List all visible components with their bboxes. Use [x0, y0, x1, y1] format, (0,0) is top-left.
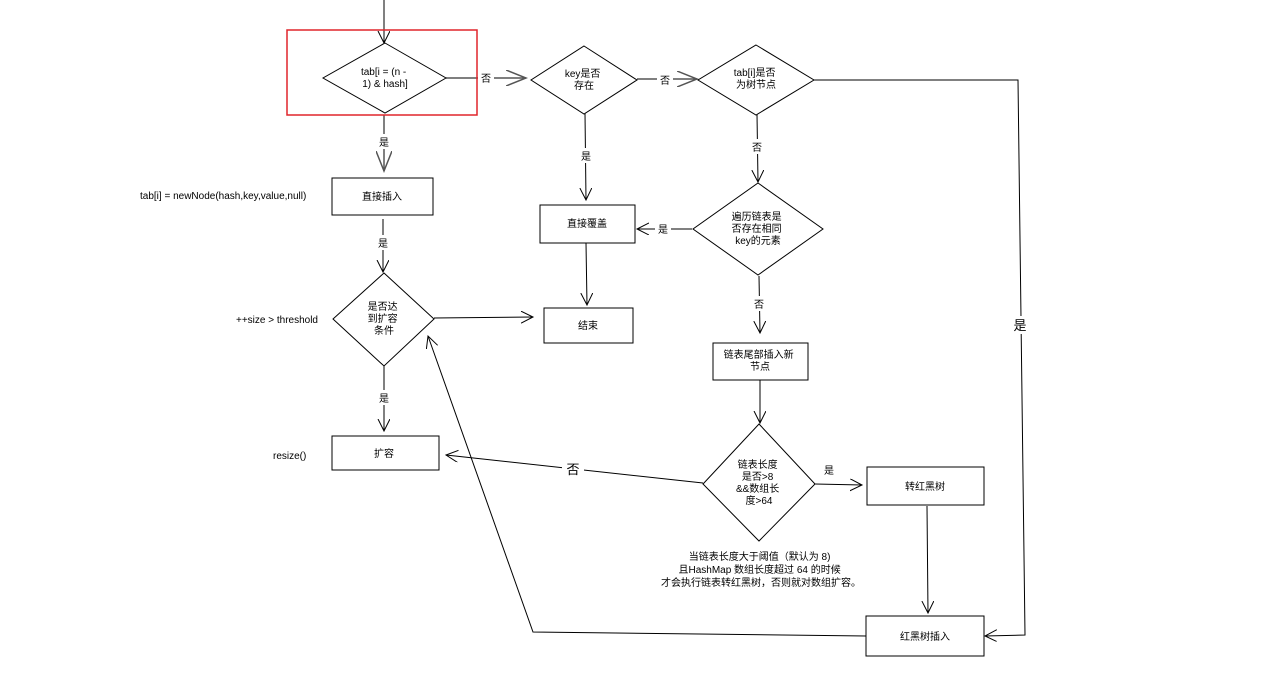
decision-key-exists: key是否 存在: [530, 45, 638, 115]
list-length-line-3: &&数组长: [736, 482, 779, 495]
is-tree-line-1: tab[i]是否: [734, 67, 776, 79]
process-append-node: 链表尾部插入新 节点: [712, 342, 809, 381]
key-exists-line-2: 存在: [574, 79, 594, 92]
edge-label-yes: 是: [378, 238, 388, 250]
edge-istree-rbinsert: [814, 79, 1026, 636]
traverse-line-1: 遍历链表是: [732, 210, 782, 223]
key-exists-line-1: key是否: [565, 68, 601, 80]
svg-text:链表长度 是否>8 &&数组长: 链表长度 是否>8 &&数组长 度>64: [736, 458, 782, 507]
expand-check-line-3: 条件: [374, 324, 394, 337]
svg-text:tab[i = (n - 1) & hash]: tab[i = (n - 1) & hash]: [361, 67, 409, 90]
edge-label-yes: 是: [824, 465, 834, 477]
note-line-2: 且HashMap 数组长度超过 64 的时候: [678, 563, 840, 576]
append-node-line-2: 节点: [750, 361, 770, 373]
to-rb-tree-label: 转红黑树: [905, 480, 945, 493]
edge-labels: 否 否 是 是 否 是 是 否 是 是 否 是: [375, 70, 1030, 478]
is-tree-line-2: 为树节点: [736, 78, 776, 91]
note-line-3: 才会执行链表转红黑树，否则就对数组扩容。: [661, 576, 861, 589]
edge-expand-end: [433, 317, 533, 318]
edge-label-no: 否: [752, 142, 762, 154]
process-to-rb-tree: 转红黑树: [866, 466, 985, 506]
svg-text:链表尾部插入新 节点: 链表尾部插入新 节点: [724, 348, 797, 373]
check-tab-line-1: tab[i = (n -: [361, 67, 406, 78]
list-length-line-4: 度>64: [746, 494, 773, 507]
edge-label-yes: 是: [658, 224, 668, 236]
append-node-line-1: 链表尾部插入新: [724, 348, 794, 361]
process-rb-insert: 红黑树插入: [865, 615, 985, 657]
edge-rbinsert-expand: [428, 336, 867, 637]
note-line-1: 当链表长度大于阈值（默认为 8): [689, 550, 831, 563]
side-label-resize-call: resize(): [273, 451, 306, 462]
decision-check-tab: tab[i = (n - 1) & hash]: [321, 42, 448, 114]
edge-label-yes: 是: [379, 137, 389, 149]
edge-label-no: 否: [566, 462, 579, 477]
check-tab-line-2: 1) & hash]: [362, 79, 408, 90]
side-label-threshold: ++size > threshold: [236, 315, 318, 326]
svg-text:遍历链表是 否存在相同 key的元素: 遍历链表是 否存在相同 key的元素: [732, 210, 785, 247]
decision-expand-check: 是否达 到扩容 条件: [332, 272, 435, 367]
process-direct-overwrite: 直接覆盖: [539, 204, 636, 244]
edge-label-yes: 是: [379, 393, 389, 405]
edge-torbtree-rbinsert: [927, 505, 928, 613]
decision-traverse: 遍历链表是 否存在相同 key的元素: [692, 182, 824, 276]
expand-check-line-2: 到扩容: [368, 312, 398, 325]
svg-text:tab[i]是否 为树节点: tab[i]是否 为树节点: [734, 67, 778, 91]
note-text: 当链表长度大于阈值（默认为 8) 且HashMap 数组长度超过 64 的时候 …: [661, 550, 861, 589]
edges: [383, 0, 1026, 637]
rb-insert-label: 红黑树插入: [900, 630, 950, 643]
edge-length-torbtree: [814, 484, 862, 485]
edge-label-no: 否: [754, 299, 764, 311]
list-length-line-2: 是否>8: [742, 471, 774, 483]
decision-is-tree: tab[i]是否 为树节点: [697, 44, 815, 116]
process-resize: 扩容: [331, 435, 440, 471]
process-direct-insert: 直接插入: [331, 177, 434, 216]
decision-list-length: 链表长度 是否>8 &&数组长 度>64: [702, 423, 816, 542]
edge-label-no: 否: [481, 73, 491, 85]
side-label-new-node: tab[i] = newNode(hash,key,value,null): [140, 191, 306, 202]
end-label: 结束: [578, 319, 598, 332]
traverse-line-3: key的元素: [735, 234, 781, 247]
edge-label-no: 否: [660, 75, 670, 87]
svg-text:key是否 存在: key是否 存在: [565, 68, 603, 92]
list-length-line-1: 链表长度: [738, 458, 778, 471]
resize-label: 扩容: [374, 447, 394, 460]
highlight-box: [286, 29, 478, 116]
svg-text:是否达 到扩容 条件: 是否达 到扩容 条件: [368, 301, 401, 337]
edge-label-yes: 是: [581, 151, 591, 163]
process-end: 结束: [543, 307, 634, 344]
traverse-line-2: 否存在相同: [732, 222, 782, 235]
direct-insert-label: 直接插入: [362, 190, 402, 203]
edge-label-yes: 是: [1013, 318, 1026, 333]
expand-check-line-1: 是否达: [368, 301, 398, 313]
direct-overwrite-label: 直接覆盖: [567, 217, 607, 230]
edge-overwrite-end: [586, 242, 587, 305]
